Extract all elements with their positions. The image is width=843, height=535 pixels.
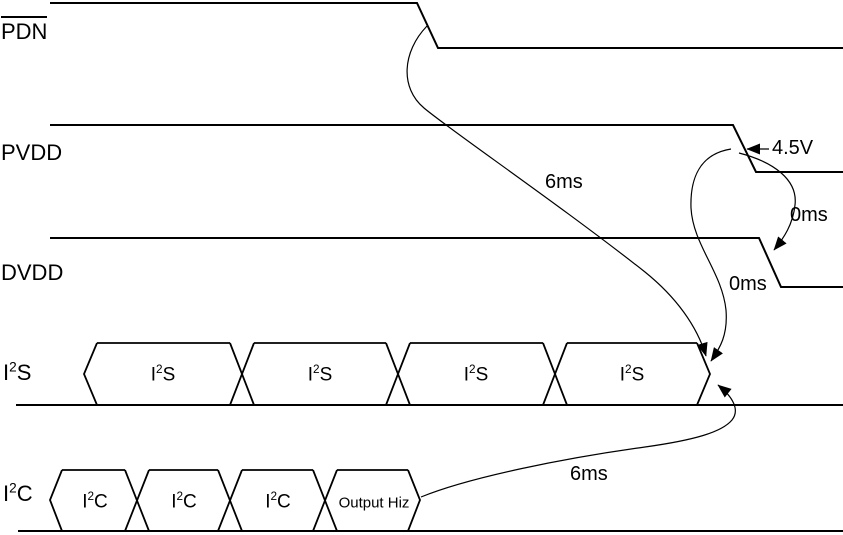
annotation-6ms-i2c-to-i2s: 6ms: [570, 463, 608, 485]
i2c-cell-label: I2C: [82, 490, 108, 513]
signal-label-i2s: I2S: [3, 359, 32, 385]
i2c-cell-label-output-hiz: Output Hiz: [338, 494, 410, 512]
signal-label-pvdd: PVDD: [1, 140, 63, 165]
pvdd-to-i2s-arrow: [690, 148, 732, 362]
pdn-waveform: [50, 2, 843, 49]
i2s-cell-label: I2S: [307, 363, 333, 386]
dvdd-waveform: [50, 237, 843, 288]
i2c-cell-label: I2C: [171, 490, 197, 513]
annotation-4v5-threshold: 4.5V: [772, 137, 814, 159]
pdn-overline: PDN: [1, 16, 48, 43]
i2s-cell-label: I2S: [463, 363, 489, 386]
pdn-to-i2s-arrow: [406, 25, 708, 357]
annotation-6ms-pdn-to-i2s: 6ms: [545, 171, 583, 193]
annotation-0ms-pvdd-to-dvdd: 0ms: [790, 204, 828, 226]
signal-label-pdn: PDN: [1, 16, 48, 43]
i2c-to-i2s-arrow: [420, 384, 736, 498]
i2c-cell-label: I2C: [265, 490, 291, 513]
signal-label-i2c: I2C: [3, 480, 33, 506]
pvdd-to-dvdd-arrow: [738, 152, 796, 251]
i2s-bus-shape: [83, 342, 711, 406]
i2s-cell-label: I2S: [619, 363, 645, 386]
pvdd-waveform: [50, 124, 843, 173]
annotation-0ms-pvdd-to-i2s: 0ms: [729, 273, 767, 295]
signal-label-dvdd: DVDD: [1, 260, 64, 285]
i2s-cell-label: I2S: [150, 363, 176, 386]
i2c-bus-shape: [49, 469, 421, 532]
